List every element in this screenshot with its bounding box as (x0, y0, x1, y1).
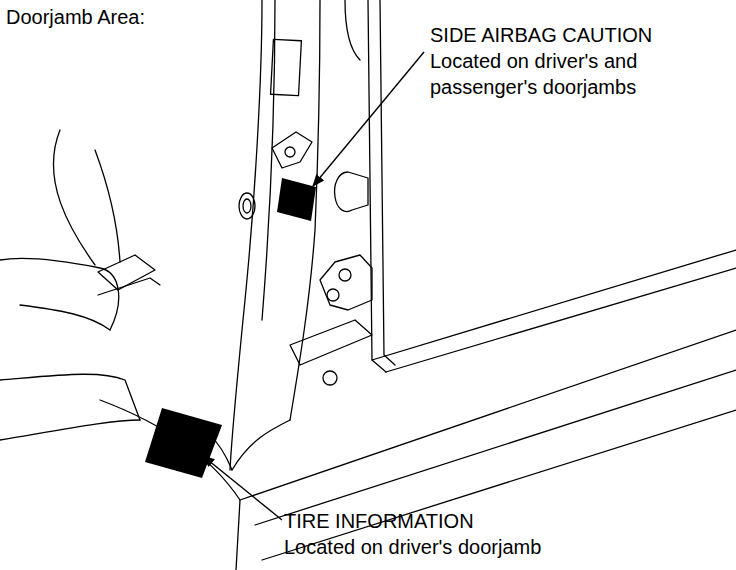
pillar-edge (230, 0, 262, 470)
airbag-caution-sticker (277, 178, 316, 221)
sill-line (262, 410, 736, 560)
seat-outline (53, 130, 95, 265)
floor-line (0, 420, 140, 440)
sill-line (255, 370, 736, 525)
sill-line (240, 330, 736, 500)
door-bumper (335, 172, 368, 211)
callout-note: Located on driver's and passenger's door… (430, 48, 720, 100)
plug (243, 199, 251, 213)
callout-note: Located on driver's doorjamb (284, 534, 614, 560)
hinge-bolt (339, 269, 351, 281)
figure-title: Doorjamb Area: (6, 4, 145, 30)
leader-arrow (203, 456, 282, 520)
door-hinge (320, 255, 372, 310)
leader-arrow (313, 52, 424, 186)
sill-line (100, 400, 240, 570)
callout-heading: SIDE AIRBAG CAUTION (430, 22, 730, 48)
door-striker (272, 132, 312, 168)
seat-belt-buckle (98, 278, 160, 295)
tire-information-sticker (145, 408, 222, 478)
door-striker (285, 147, 295, 157)
door-edge (380, 0, 395, 365)
seat-outline (20, 305, 110, 330)
seat-outline (95, 150, 120, 262)
seat-belt-buckle (98, 255, 155, 290)
door-hinge (290, 320, 372, 365)
plug (239, 193, 255, 219)
callout-heading: TIRE INFORMATION (284, 508, 584, 534)
door-edge (386, 268, 736, 372)
pillar-opening (271, 39, 302, 95)
floor-line (0, 374, 140, 420)
hinge-bolt (323, 371, 337, 385)
hinge-bolt (327, 289, 339, 301)
pillar-edge (345, 0, 360, 60)
door-edge (372, 250, 736, 360)
sill-line (232, 420, 290, 470)
